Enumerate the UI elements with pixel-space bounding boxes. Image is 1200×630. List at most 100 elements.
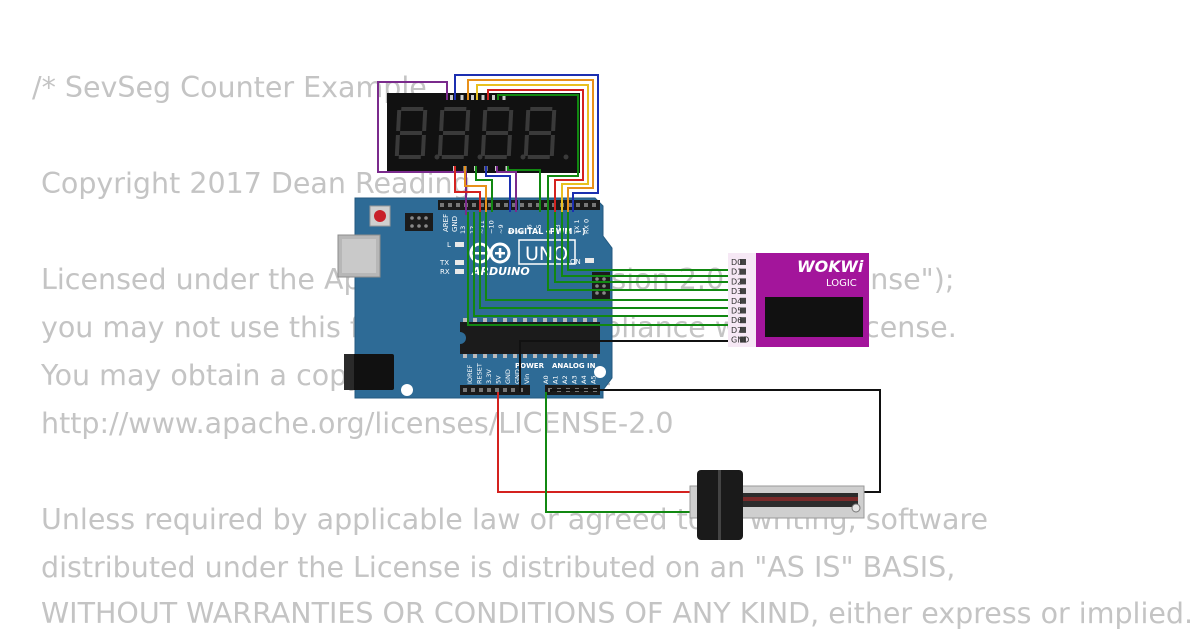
segment [480, 135, 486, 156]
mounting-hole [401, 384, 413, 396]
wire-orange[interactable] [467, 79, 594, 212]
wire-logic-d5[interactable] [479, 212, 740, 309]
logic-pin[interactable] [740, 326, 746, 333]
pot-track-groove [700, 497, 858, 501]
wire-logic-gnd[interactable] [519, 340, 740, 392]
logic-pin[interactable] [740, 297, 746, 304]
header-hole [503, 388, 507, 392]
led-rx [455, 269, 464, 274]
display-digits [394, 107, 569, 160]
logic-pin[interactable] [740, 278, 746, 285]
header-hole [511, 388, 515, 392]
segment [420, 135, 426, 156]
segment [401, 107, 424, 111]
seven-segment-display[interactable] [387, 93, 580, 173]
power-pin-label: Vin [523, 374, 531, 384]
wire-logic-d4[interactable] [485, 212, 740, 301]
logic-pin[interactable] [740, 288, 746, 295]
header-hole [528, 203, 532, 207]
wire-logic-d6[interactable] [473, 212, 740, 317]
wire-pot-signal[interactable] [545, 392, 696, 513]
segment [399, 131, 423, 135]
digital-pin-label: ~9 [497, 224, 505, 234]
segment [396, 110, 402, 131]
chip-leg [463, 318, 467, 322]
header-hole [576, 203, 580, 207]
reset-button-cap[interactable] [374, 210, 386, 222]
aref-label: AREF [442, 214, 450, 232]
decimal-point [563, 154, 569, 160]
wire-logic-d3[interactable] [547, 212, 740, 291]
chip-leg [583, 318, 587, 322]
wire-red-bottom[interactable] [454, 166, 481, 212]
chip-leg [463, 354, 467, 358]
digital-pin-label: 12 [469, 226, 477, 234]
wire-yellow[interactable] [476, 84, 589, 212]
segment [422, 110, 428, 131]
segment [437, 135, 443, 156]
segment [549, 135, 555, 156]
header-hole [488, 203, 492, 207]
digital-pin-label: ~5 [535, 224, 543, 234]
usb-port-inner [342, 239, 376, 273]
segment [527, 155, 550, 159]
header-hole [592, 203, 596, 207]
logic-pin[interactable] [740, 268, 746, 275]
digital-pin-label: ~11 [478, 220, 486, 234]
logic-pin-label: D5 [731, 307, 742, 316]
seven-segment-digit [523, 107, 569, 160]
digital-pin-label: RX 0 [583, 219, 591, 234]
chip-leg [493, 318, 497, 322]
logic-pin[interactable] [740, 317, 746, 324]
analog-pin-label: A4 [580, 375, 588, 384]
wire-blue[interactable] [454, 74, 599, 212]
logic-pin-label: D3 [731, 287, 742, 296]
segment [444, 107, 467, 111]
logic-pin-label: D0 [731, 258, 742, 267]
header-hole [480, 203, 484, 207]
slide-potentiometer[interactable] [689, 470, 865, 540]
code-line: /* SevSeg Counter Example [32, 71, 427, 104]
chip-leg [563, 318, 567, 322]
chip-leg [493, 354, 497, 358]
seven-segment-digit [480, 107, 526, 160]
segment [441, 155, 464, 159]
wire-red-top[interactable] [487, 89, 584, 212]
wire-pot-gnd[interactable] [550, 389, 881, 493]
logic-pin[interactable] [740, 336, 746, 343]
gnd-label: GND [451, 216, 459, 232]
wire-blue-bottom[interactable] [485, 166, 511, 212]
wire-logic-d7[interactable] [467, 212, 740, 326]
header-hole [471, 388, 475, 392]
segment [530, 107, 553, 111]
wire-pot-vcc[interactable] [497, 392, 696, 493]
wire-green-bottom-a[interactable] [475, 166, 493, 212]
logic-pin-label: D1 [731, 268, 742, 277]
digital-label: DIGITAL (PWM ~) [508, 227, 586, 236]
header-hole [568, 203, 572, 207]
chip-leg [593, 354, 597, 358]
header-hole [487, 388, 491, 392]
wire-green-top[interactable] [497, 94, 579, 212]
chip-leg [533, 318, 537, 322]
segment [394, 135, 400, 156]
logic-pin[interactable] [740, 307, 746, 314]
led-tx [455, 260, 464, 265]
segment [485, 131, 509, 135]
digital-pin-label: ~3 [554, 224, 562, 234]
wire-green-bottom-b[interactable] [507, 166, 541, 212]
wire-logic-d2[interactable] [554, 212, 740, 283]
chip-legs [463, 318, 597, 358]
power-jack-edge [344, 354, 354, 390]
wire-orange-bottom[interactable] [464, 166, 487, 212]
logic-pin[interactable] [740, 259, 746, 265]
logic-pin-label: D7 [731, 326, 742, 335]
power-label: POWER [515, 362, 545, 370]
wire-purple-bottom[interactable] [496, 166, 517, 212]
segment [484, 155, 507, 159]
chip-leg [573, 354, 577, 358]
analog-pin-label: A5 [590, 375, 598, 384]
